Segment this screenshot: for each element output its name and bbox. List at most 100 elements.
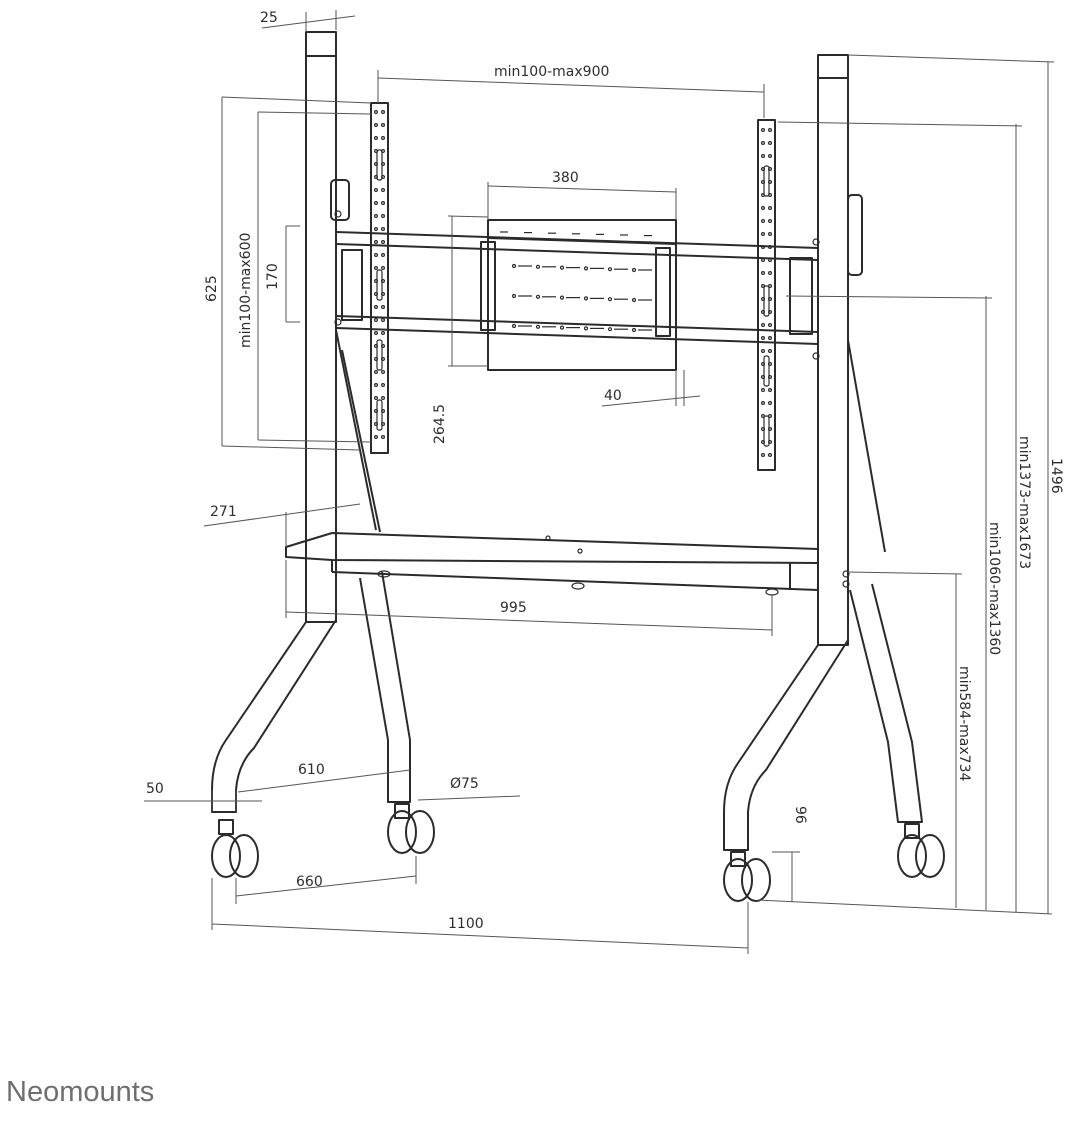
frame-bolt — [842, 570, 850, 578]
dim-base-width: 1100 — [448, 916, 484, 932]
bracket-hole — [374, 122, 379, 127]
bracket-hole — [760, 336, 765, 341]
bracket-hole — [760, 258, 765, 263]
bracket-slot — [763, 355, 770, 387]
dimension-lines — [144, 10, 1055, 954]
center-plate — [487, 219, 677, 371]
bracket-hole — [760, 453, 765, 458]
caster-wheel — [897, 834, 927, 878]
bracket-hole — [381, 109, 386, 114]
bracket-hole — [381, 435, 386, 440]
left-rail-end — [341, 249, 363, 321]
bracket-hole — [767, 154, 772, 159]
dim-top-height: min1373-max1673 — [1016, 436, 1032, 569]
bracket-hole — [374, 188, 379, 193]
dim-caster-diameter: Ø75 — [450, 776, 479, 792]
dim-leg-offset: 50 — [146, 781, 164, 797]
plate-hole — [559, 325, 565, 330]
bracket-hole — [760, 219, 765, 224]
plate-hole — [631, 267, 637, 273]
right-rear-leg — [849, 583, 923, 823]
bracket-slot — [763, 165, 770, 197]
plate-right-flange — [655, 247, 671, 337]
bracket-hole — [767, 232, 772, 237]
bracket-slot — [763, 285, 770, 317]
left-vesa-bracket — [370, 102, 389, 454]
shelf-bolt — [377, 570, 391, 578]
bracket-hole — [381, 188, 386, 193]
shelf-hole — [577, 548, 583, 554]
dim-base-depth: 660 — [296, 874, 323, 890]
caster-stem — [394, 803, 410, 819]
bracket-hole — [381, 253, 386, 258]
caster-wheel — [211, 834, 241, 878]
plate-hole — [631, 297, 637, 303]
plate-hole — [607, 327, 613, 332]
bracket-hole — [760, 128, 765, 133]
bracket-hole — [381, 201, 386, 206]
plate-hole — [583, 326, 589, 331]
caster-stem — [730, 851, 746, 867]
bracket-hole — [381, 396, 386, 401]
plate-hole — [511, 263, 517, 269]
plate-hole — [511, 293, 517, 299]
shelf-strut-left — [335, 329, 377, 531]
plate-hole — [607, 297, 613, 302]
shelf — [285, 532, 819, 564]
dim-panel-height: 625 — [204, 275, 220, 302]
bracket-hole — [374, 305, 379, 310]
frame-bolt — [812, 352, 820, 360]
bracket-hole — [767, 388, 772, 393]
bracket-hole — [374, 435, 379, 440]
bracket-hole — [374, 240, 379, 245]
bracket-hole — [767, 271, 772, 276]
bracket-hole — [374, 331, 379, 336]
shelf-hole — [545, 535, 551, 541]
bracket-hole — [760, 401, 765, 406]
frame-bolt — [334, 318, 342, 326]
brand-logo: Neomounts — [6, 1076, 155, 1108]
bracket-hole — [760, 232, 765, 237]
dim-center-height: min1060-max1360 — [986, 522, 1002, 655]
bracket-slot — [763, 415, 770, 447]
frame-bolt — [812, 238, 820, 246]
dim-caster-height: 96 — [792, 806, 808, 824]
dim-vesa-height: min100-max600 — [238, 233, 254, 348]
caster-stem — [904, 823, 920, 839]
caster-wheel — [387, 810, 417, 854]
dim-shelf-height: min584-max734 — [956, 666, 972, 781]
bracket-hole — [381, 305, 386, 310]
mount-structure — [211, 31, 945, 902]
bracket-hole — [767, 336, 772, 341]
bracket-hole — [381, 214, 386, 219]
plate-hole — [559, 265, 565, 270]
bracket-hole — [767, 245, 772, 250]
bracket-hole — [767, 128, 772, 133]
plate-hole — [535, 264, 541, 269]
dim-shelf-depth: 271 — [210, 504, 237, 520]
bracket-hole — [374, 214, 379, 219]
right-upright — [817, 54, 849, 646]
bracket-slot — [376, 399, 383, 431]
caster-wheel — [723, 858, 753, 902]
bracket-hole — [381, 370, 386, 375]
bracket-hole — [374, 396, 379, 401]
bracket-hole — [767, 258, 772, 263]
bracket-hole — [374, 201, 379, 206]
bracket-hole — [374, 266, 379, 271]
plate-hole — [535, 324, 541, 329]
plate-hole — [511, 323, 517, 329]
bracket-hole — [760, 271, 765, 276]
plate-hole — [583, 266, 589, 271]
bracket-slot — [376, 269, 383, 301]
dim-plate-width: 380 — [552, 170, 579, 186]
bracket-hole — [374, 318, 379, 323]
bracket-hole — [374, 383, 379, 388]
bracket-hole — [767, 323, 772, 328]
right-clamp — [847, 194, 863, 276]
lower-rail — [335, 315, 819, 333]
bracket-hole — [374, 109, 379, 114]
plate-hole — [535, 294, 541, 299]
